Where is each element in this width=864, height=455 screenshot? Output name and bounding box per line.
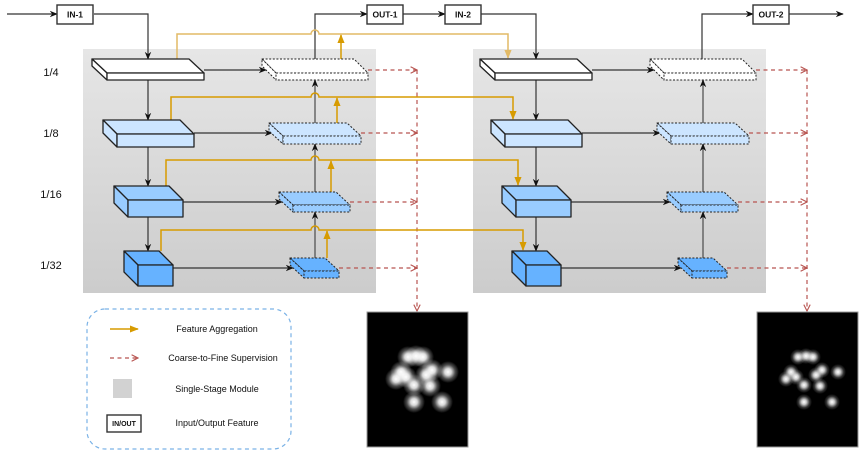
front-face bbox=[663, 72, 757, 81]
top-face bbox=[91, 58, 205, 74]
top-face bbox=[268, 122, 362, 137]
keypoint-blob bbox=[431, 391, 453, 413]
io-box-frame bbox=[366, 4, 404, 25]
scale-labels: 1/4 1/8 1/16 1/32 bbox=[40, 67, 61, 272]
front-face bbox=[525, 264, 562, 287]
front-face bbox=[116, 133, 195, 148]
stage-1-encoder-block-quarter bbox=[91, 58, 205, 81]
keypoint-blob bbox=[796, 377, 812, 393]
single-stage-modules bbox=[83, 49, 766, 293]
stage-2-encoder-block-thirty-second bbox=[511, 250, 562, 287]
scale-label-sixteenth: 1/16 bbox=[40, 189, 61, 201]
legend-item-label: Feature Aggregation bbox=[176, 324, 258, 334]
front-face bbox=[303, 270, 340, 279]
scale-label-thirty-second: 1/32 bbox=[40, 260, 61, 272]
stage-2-output-heatmap bbox=[756, 311, 859, 448]
stage-1-decoder-block-quarter bbox=[261, 58, 369, 81]
top-face bbox=[656, 122, 750, 137]
io-box-icon: IN/OUT bbox=[106, 414, 142, 433]
in-2-to-encoder-arrow bbox=[480, 13, 540, 60]
legend-item-label: Single-Stage Module bbox=[175, 384, 259, 394]
feature-aggregation-eighth bbox=[170, 92, 517, 120]
scale-label-eighth: 1/8 bbox=[43, 128, 58, 140]
legend-item-label: Input/Output Feature bbox=[175, 418, 258, 428]
io-box-label: IN/OUT bbox=[112, 421, 136, 428]
gray-square-icon bbox=[113, 379, 132, 398]
stage-1-decoder-block-eighth bbox=[268, 122, 362, 145]
top-face bbox=[479, 58, 593, 74]
io-box-label: OUT-2 bbox=[758, 10, 783, 20]
out-2-box: OUT-2 bbox=[752, 4, 790, 25]
stage-1-decoder-block-thirty-second bbox=[289, 257, 340, 279]
legend-frame bbox=[86, 308, 292, 450]
io-box-frame bbox=[444, 4, 482, 25]
legend-item-label: Coarse-to-Fine Supervision bbox=[168, 353, 278, 363]
keypoint-blob bbox=[403, 374, 425, 396]
stage-2-decoder-block-quarter bbox=[649, 58, 757, 81]
stage-1-encoder-block-thirty-second bbox=[123, 250, 174, 287]
io-box-frame bbox=[56, 4, 94, 25]
keypoint-blob bbox=[824, 394, 840, 410]
io-box-label: IN-2 bbox=[455, 10, 471, 20]
io-box-label: IN-1 bbox=[67, 10, 83, 20]
keypoint-blob bbox=[419, 375, 441, 397]
io-box-frame bbox=[106, 414, 142, 433]
front-face bbox=[282, 135, 362, 145]
stage-1-encoder-block-eighth bbox=[102, 119, 195, 148]
front-face bbox=[106, 72, 205, 81]
stage-2-decoder-block-thirty-second bbox=[677, 257, 728, 279]
feature-aggregation-sixteenth bbox=[165, 155, 522, 186]
top-face bbox=[649, 58, 757, 74]
decoder-to-out-1-arrow bbox=[314, 10, 368, 59]
front-face bbox=[670, 135, 750, 145]
scale-label-quarter: 1/4 bbox=[43, 67, 58, 79]
stage-2-encoder-block-quarter bbox=[479, 58, 593, 81]
front-face bbox=[292, 204, 351, 213]
front-face bbox=[515, 199, 572, 218]
io-box-label: OUT-1 bbox=[372, 10, 397, 20]
keypoint-blob bbox=[403, 391, 425, 413]
in-1-box: IN-1 bbox=[56, 4, 94, 25]
output-heatmaps bbox=[366, 311, 859, 448]
out-1-box: OUT-1 bbox=[366, 4, 404, 25]
top-face bbox=[490, 119, 583, 135]
front-face bbox=[691, 270, 728, 279]
io-box-frame bbox=[752, 4, 790, 25]
stage-1-encoder-block-sixteenth bbox=[113, 185, 184, 218]
decoder-to-out-2-arrow bbox=[701, 10, 754, 59]
connections bbox=[7, 10, 844, 311]
top-face bbox=[261, 58, 369, 74]
keypoint-blob bbox=[812, 378, 828, 394]
front-face bbox=[504, 133, 583, 148]
front-face bbox=[275, 72, 369, 81]
in-1-to-encoder-arrow bbox=[94, 13, 152, 60]
feature-aggregation-quarter bbox=[176, 29, 512, 59]
top-face bbox=[102, 119, 195, 135]
stage-1-decoder-block-sixteenth bbox=[278, 191, 351, 213]
keypoint-blob bbox=[796, 394, 812, 410]
front-face bbox=[494, 72, 593, 81]
stage-1-output-heatmap bbox=[366, 311, 469, 448]
keypoint-blob bbox=[830, 364, 846, 380]
in-2-box: IN-2 bbox=[444, 4, 482, 25]
stage-2-encoder-block-sixteenth bbox=[501, 185, 572, 218]
stage-2-decoder-block-eighth bbox=[656, 122, 750, 145]
stage-2-encoder-block-eighth bbox=[490, 119, 583, 148]
front-face bbox=[127, 199, 184, 218]
stage-2-decoder-block-sixteenth bbox=[666, 191, 739, 213]
io-feature-boxes: IN-1 OUT-1 IN-2 OUT-2 bbox=[56, 4, 790, 25]
front-face bbox=[137, 264, 174, 287]
keypoint-blob bbox=[805, 349, 821, 365]
front-face bbox=[680, 204, 739, 213]
legend: IN/OUT Feature AggregationCoarse-to-Fine … bbox=[86, 308, 292, 450]
feature-aggregation-thirty-second bbox=[160, 225, 527, 251]
keypoint-blob bbox=[437, 361, 459, 383]
feature-blocks bbox=[91, 58, 757, 287]
